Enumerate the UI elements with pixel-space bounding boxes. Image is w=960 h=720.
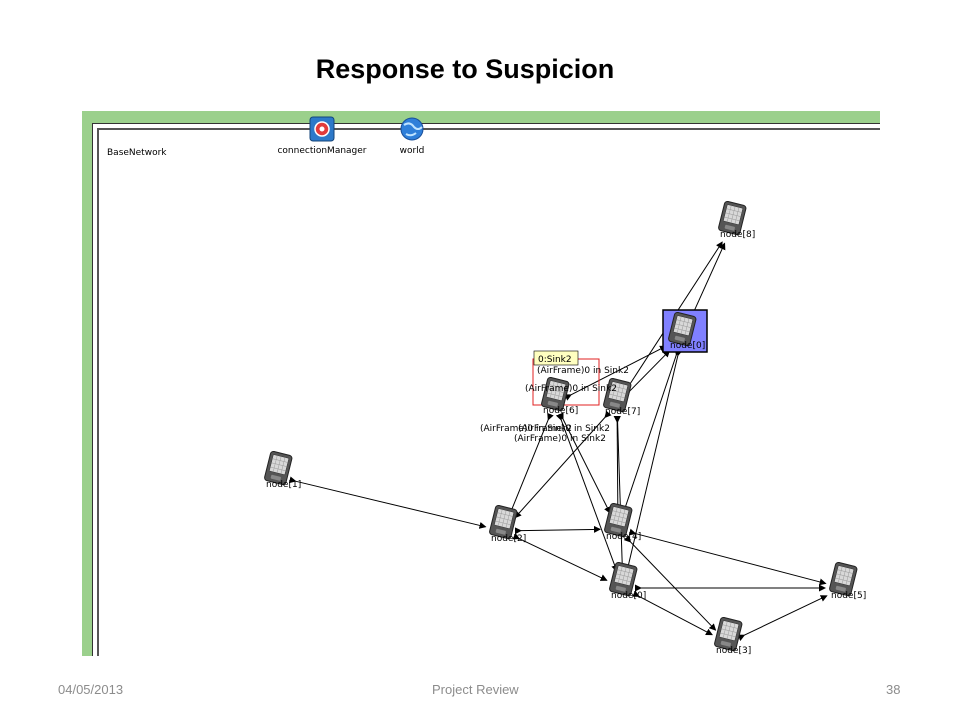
node-label: node[6] xyxy=(543,406,578,416)
network-link xyxy=(625,348,683,572)
network-link xyxy=(512,532,608,581)
simulation-screenshot: BaseNetwork connectionManager world node[… xyxy=(82,111,880,656)
footer-title: Project Review xyxy=(432,682,519,697)
network-link xyxy=(622,348,682,513)
airframe-message: (AirFrame)0 in Sink2 xyxy=(537,366,629,376)
airframe-message: (AirFrame)0 in Sink2 xyxy=(514,434,606,444)
network-node[interactable]: node[1] xyxy=(264,450,301,490)
network-node[interactable]: node[2] xyxy=(489,504,526,544)
network-link xyxy=(613,415,622,513)
network-node[interactable]: node[0] xyxy=(609,561,646,601)
node-label: node[1] xyxy=(266,480,301,490)
network-node[interactable]: node[4] xyxy=(604,502,641,542)
pda-icon xyxy=(718,200,747,236)
node-label: node[4] xyxy=(606,532,641,542)
network-node[interactable]: node[3] xyxy=(714,616,751,656)
svg-text:0:Sink2: 0:Sink2 xyxy=(538,355,572,365)
network-link xyxy=(514,525,602,535)
network-graph: connectionManager world node[8] node[0] nod… xyxy=(264,116,866,656)
network-link xyxy=(557,412,611,514)
airframe-message: (AirFrame)0 in Sink2 xyxy=(525,384,617,394)
network-node[interactable]: node[8] xyxy=(718,200,755,240)
node-label: node[3] xyxy=(716,646,751,656)
node-label: node[0] xyxy=(670,341,705,351)
node-label: node[0] xyxy=(611,591,646,601)
node-label: node[8] xyxy=(720,230,755,240)
pda-icon xyxy=(604,502,633,538)
node-label: node[5] xyxy=(831,591,866,601)
airframe-message: (AirFrame)0 in Sink2 xyxy=(480,424,572,434)
pda-icon xyxy=(264,450,293,486)
node-label: node[2] xyxy=(491,534,526,544)
network-canvas-inner: BaseNetwork xyxy=(97,128,880,656)
network-link xyxy=(613,415,626,572)
module-label: world xyxy=(400,146,425,156)
network-link xyxy=(623,535,717,631)
network-node[interactable]: node[7] xyxy=(603,377,640,417)
pda-icon xyxy=(668,311,697,347)
pda-icon xyxy=(603,377,632,413)
sink-tooltip: 0:Sink2 xyxy=(533,350,579,366)
node-label: node[7] xyxy=(605,407,640,417)
network-link xyxy=(288,476,487,529)
network-node[interactable]: node[0] xyxy=(662,309,708,353)
airframe-message: (AirFrame)0 in Sink2 xyxy=(518,424,610,434)
network-name: BaseNetwork xyxy=(107,148,167,158)
page-number: 38 xyxy=(886,682,901,697)
module-label: connectionManager xyxy=(277,146,366,156)
globe-icon[interactable]: world xyxy=(400,117,425,156)
slide-title: Response to Suspicion xyxy=(315,54,615,84)
network-link xyxy=(622,350,671,398)
network-link xyxy=(737,595,828,641)
pda-icon xyxy=(541,376,570,412)
network-node[interactable]: node[6] xyxy=(532,358,600,416)
pda-icon xyxy=(829,561,858,597)
network-node[interactable]: node[5] xyxy=(829,561,866,601)
pda-icon xyxy=(609,561,638,597)
footer-date: 04/05/2013 xyxy=(58,682,124,697)
pda-icon xyxy=(489,504,518,540)
connection-manager-icon[interactable]: connectionManager xyxy=(277,116,367,156)
pda-icon xyxy=(714,616,743,652)
